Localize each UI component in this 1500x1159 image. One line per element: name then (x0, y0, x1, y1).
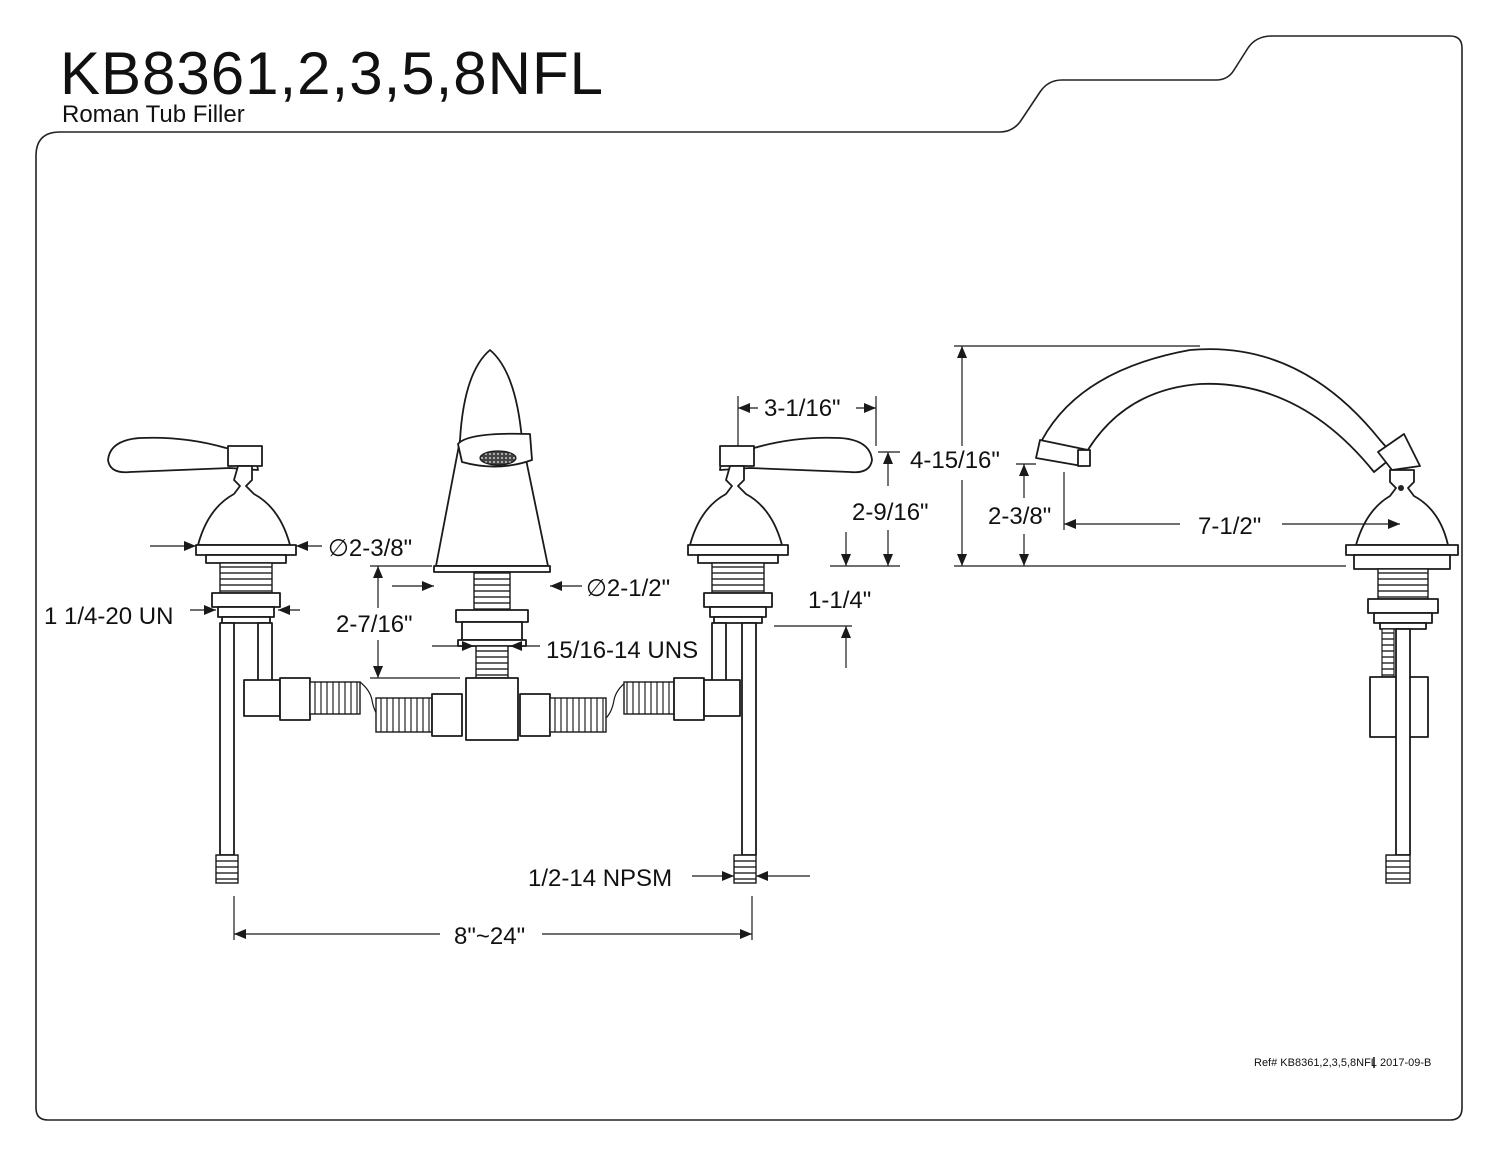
right-handle-assembly (687, 436, 873, 884)
dim-overall-height: 4-15/16" (910, 345, 1346, 567)
label-spout-shank-length: 2-7/16" (336, 611, 413, 638)
label-inlet-thread: 1/2-14 NPSM (528, 865, 672, 892)
label-center-spread: 8"~24" (454, 923, 525, 950)
dim-spout-base-diameter: ∅2-1/2" (392, 575, 670, 602)
dim-spout-thread: 15/16-14 UNS (432, 637, 698, 664)
label-spout-thread: 15/16-14 UNS (546, 637, 698, 664)
center-spout-assembly (433, 349, 551, 741)
left-handle-assembly (107, 436, 297, 884)
dim-handle-thread: 1 1/4-20 UN (44, 603, 300, 630)
dim-handle-length: 3-1/16" (737, 395, 877, 446)
label-overall-height: 4-15/16" (910, 447, 1000, 474)
dim-spout-clearance: 2-3/8" (988, 463, 1051, 566)
label-handle-thread: 1 1/4-20 UN (44, 603, 173, 630)
page-subtitle: Roman Tub Filler (62, 101, 245, 128)
dim-handle-height: 2-9/16" (830, 451, 929, 567)
dim-spout-reach: 7-1/2" (1063, 472, 1400, 540)
label-handle-length: 3-1/16" (764, 395, 841, 422)
hose-connectors (243, 677, 741, 737)
label-spout-clearance: 2-3/8" (988, 503, 1051, 530)
dim-inlet-thread: 1/2-14 NPSM (528, 865, 810, 892)
label-handle-height: 2-9/16" (852, 499, 929, 526)
label-valve-shank: 1-1/4" (808, 587, 871, 614)
dim-handle-base-diameter: ∅2-3/8" (150, 535, 412, 562)
dim-center-spread: 8"~24" (233, 896, 753, 950)
dim-spout-shank-length: 2-7/16" (336, 565, 460, 679)
label-spout-base-diameter: ∅2-1/2" (586, 575, 670, 602)
sheet-frame (35, 35, 1463, 1121)
label-handle-base-diameter: ∅2-3/8" (328, 535, 412, 562)
footer-date: 2017-09-B (1380, 1057, 1431, 1069)
page-title: KB8361,2,3,5,8NFL (60, 40, 604, 107)
footer-ref: Ref# KB8361,2,3,5,8NFL (1254, 1057, 1377, 1069)
side-view-assembly (1035, 348, 1459, 884)
dim-valve-shank: 1-1/4" (774, 532, 871, 668)
label-spout-reach: 7-1/2" (1198, 513, 1261, 540)
